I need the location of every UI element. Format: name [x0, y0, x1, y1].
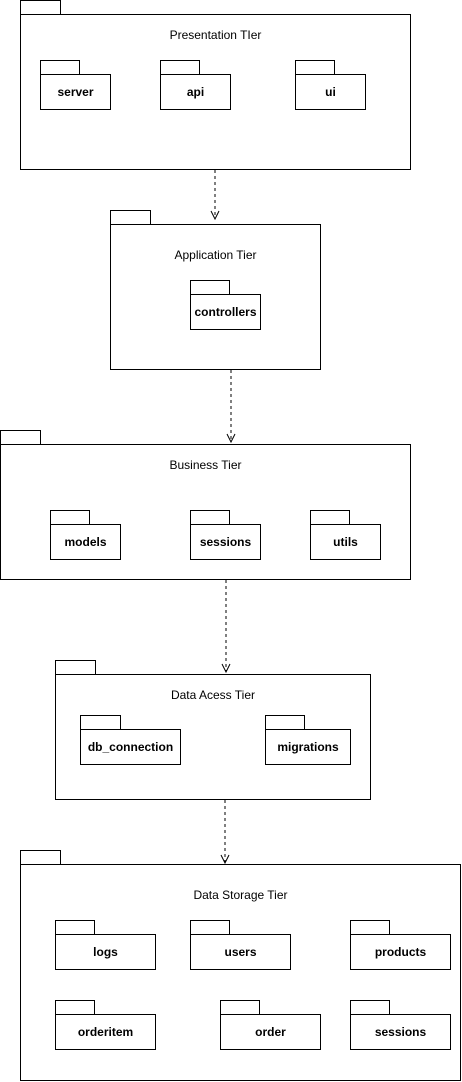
dependency-arrow-dataaccess-storage: [220, 800, 230, 865]
package-tab: [55, 920, 95, 935]
tier-tab: [20, 0, 61, 15]
package-label: utils: [333, 535, 358, 549]
package-tab: [350, 1000, 390, 1015]
package-label: sessions: [199, 535, 252, 549]
package-tab: [160, 60, 200, 75]
package-label: logs: [93, 945, 118, 959]
tier-tab: [0, 430, 41, 445]
tier-title: Business Tier: [169, 458, 242, 472]
package-label: controllers: [194, 305, 257, 319]
package-products[interactable]: products: [350, 934, 451, 970]
package-tab: [190, 920, 230, 935]
package-db-connection[interactable]: db_connection: [80, 729, 181, 765]
tier-title: Data Storage Tier: [193, 888, 288, 902]
tier-title: Application Tier: [174, 248, 257, 262]
package-label: db_connection: [87, 740, 174, 754]
package-controllers[interactable]: controllers: [190, 294, 261, 330]
package-api[interactable]: api: [160, 74, 231, 110]
package-migrations[interactable]: migrations: [265, 729, 351, 765]
package-sessions[interactable]: sessions: [350, 1014, 451, 1050]
package-logs[interactable]: logs: [55, 934, 156, 970]
dependency-arrow-business-dataaccess: [221, 580, 231, 674]
package-sessions[interactable]: sessions: [190, 524, 261, 560]
package-users[interactable]: users: [190, 934, 291, 970]
package-tab: [190, 510, 230, 525]
package-tab: [55, 1000, 95, 1015]
package-ui[interactable]: ui: [295, 74, 366, 110]
package-label: users: [224, 945, 257, 959]
package-label: ui: [325, 85, 336, 99]
tier-tab: [110, 210, 151, 225]
package-label: order: [255, 1025, 286, 1039]
package-label: api: [186, 85, 205, 99]
package-orderitem[interactable]: orderitem: [55, 1014, 156, 1050]
package-label: sessions: [374, 1025, 427, 1039]
package-label: orderitem: [77, 1025, 134, 1039]
package-tab: [190, 280, 230, 295]
tier-title: Presentation TIer: [169, 28, 262, 42]
package-server[interactable]: server: [40, 74, 111, 110]
package-models[interactable]: models: [50, 524, 121, 560]
package-tab: [220, 1000, 260, 1015]
package-tab: [310, 510, 350, 525]
package-label: products: [374, 945, 427, 959]
package-tab: [295, 60, 335, 75]
package-tab: [40, 60, 80, 75]
package-tab: [50, 510, 90, 525]
dependency-arrow-application-business: [226, 370, 236, 444]
package-tab: [350, 920, 390, 935]
package-utils[interactable]: utils: [310, 524, 381, 560]
package-tab: [265, 715, 305, 730]
package-tab: [80, 715, 121, 730]
tier-tab: [55, 660, 96, 675]
package-label: models: [64, 535, 107, 549]
tier-title: Data Acess Tier: [170, 688, 256, 702]
dependency-arrow-presentation-application: [210, 170, 220, 221]
package-order[interactable]: order: [220, 1014, 321, 1050]
package-label: migrations: [277, 740, 339, 754]
tier-tab: [20, 850, 61, 865]
package-label: server: [57, 85, 94, 99]
